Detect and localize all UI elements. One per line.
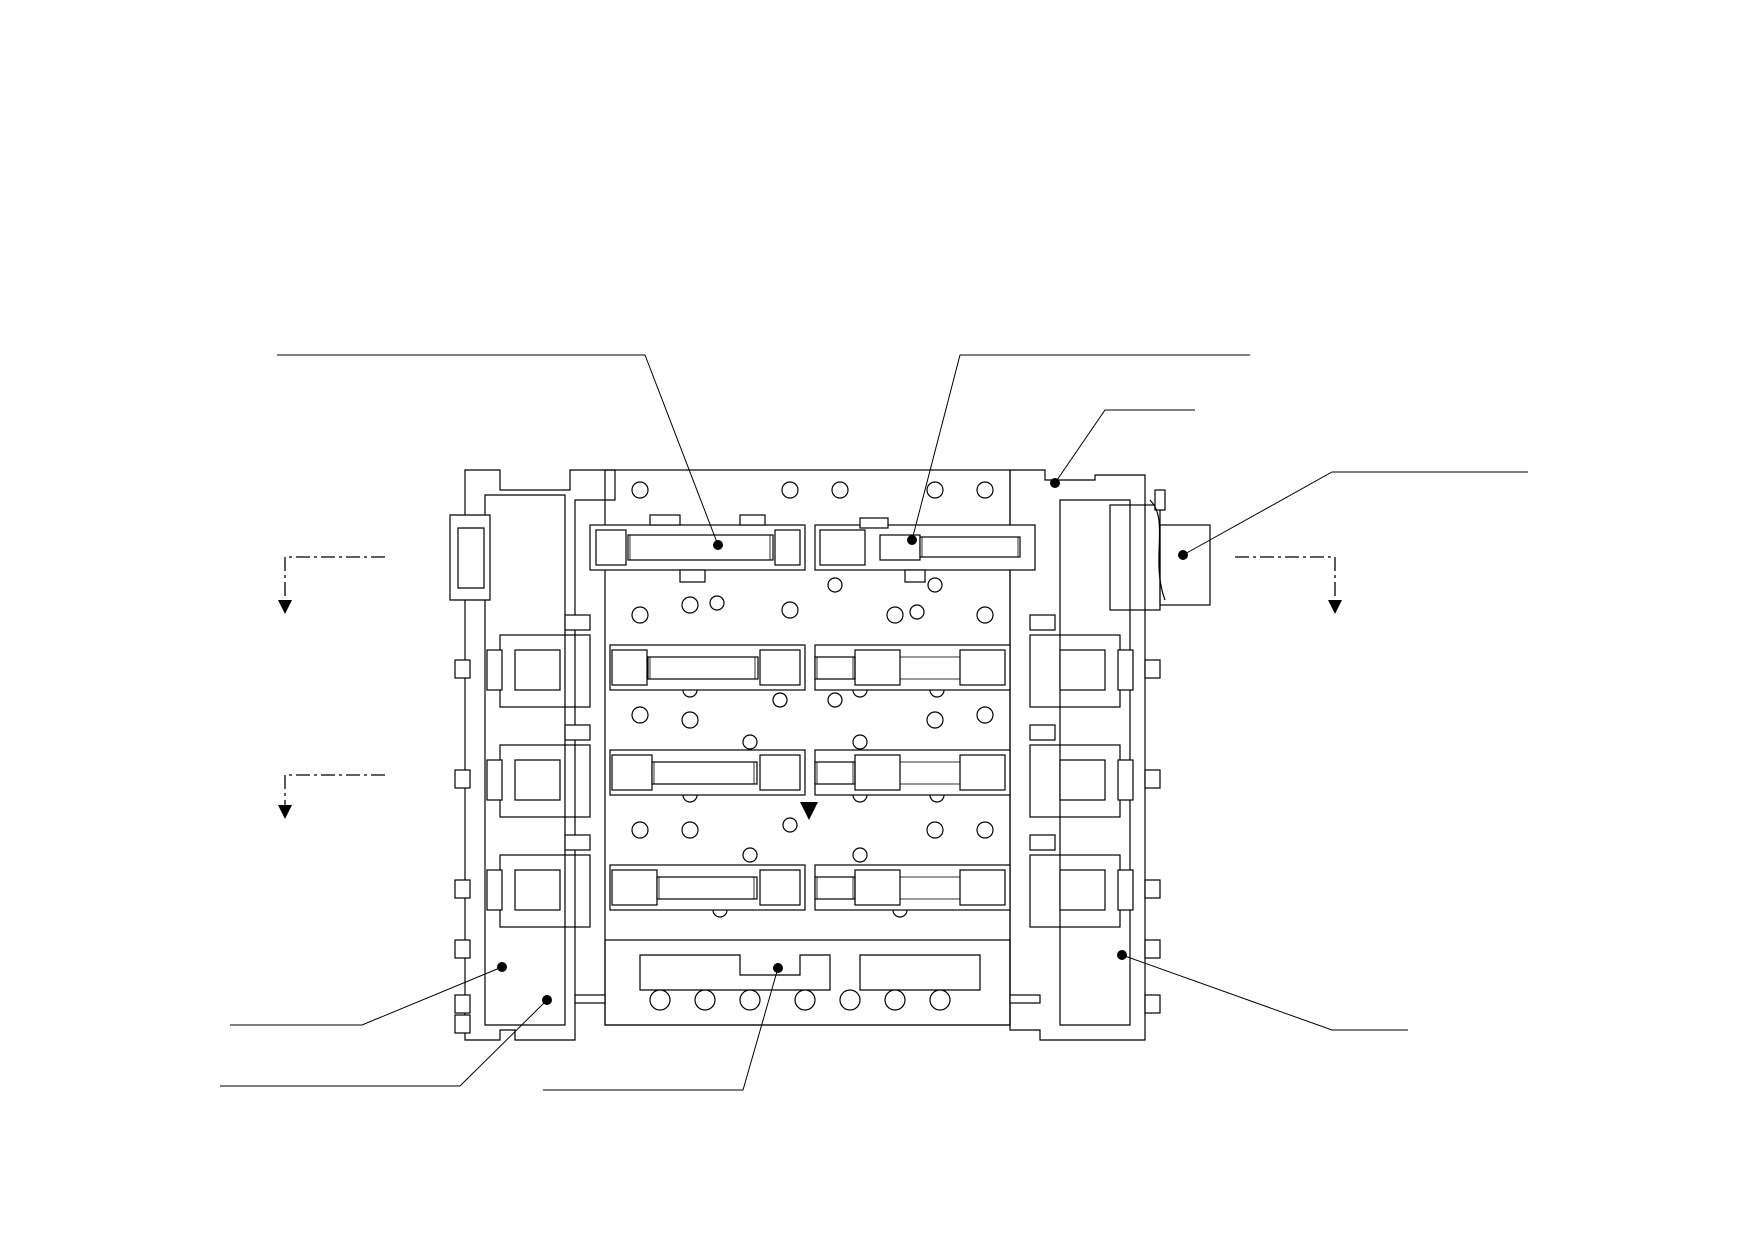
body-bores — [631, 481, 994, 839]
callout-lower-right-housing — [1117, 950, 1408, 1031]
callout-upper-right-spring — [907, 354, 1250, 545]
callout-dot-icon — [713, 540, 723, 550]
callout-upper-left-spring — [277, 354, 723, 550]
top-right-spool — [814, 517, 1036, 583]
bottom-channel-plate — [574, 939, 1041, 1026]
external-solenoid — [1109, 489, 1211, 611]
left-solenoids — [486, 614, 591, 928]
callout-lower-left-housing — [220, 995, 552, 1087]
callout-lower-left-plate — [230, 962, 507, 1026]
callout-dot-icon — [907, 535, 917, 545]
spool-row-1 — [609, 644, 1011, 691]
section-cut-upper-right — [1235, 556, 1342, 614]
section-arrow-icon — [278, 805, 292, 819]
center-triangle-icon — [800, 802, 818, 820]
top-left-spool — [589, 514, 806, 583]
spool-row-3 — [609, 864, 1011, 911]
callout-dot-icon — [773, 963, 783, 973]
callout-dot-icon — [542, 995, 552, 1005]
callout-dot-icon — [1178, 550, 1188, 560]
right-solenoids — [1029, 614, 1134, 928]
callout-dot-icon — [1117, 950, 1127, 960]
channel-holes — [649, 989, 951, 1011]
section-cut-lower-left — [278, 774, 385, 819]
callout-dot-icon — [1050, 478, 1060, 488]
callout-dot-icon — [497, 962, 507, 972]
section-arrow-icon — [278, 600, 292, 614]
callout-right-solenoid — [1178, 471, 1528, 560]
section-cut-upper-left — [278, 556, 385, 614]
spool-row-2 — [609, 749, 1011, 796]
section-arrow-icon — [1328, 600, 1342, 614]
callout-top-right-cover — [1050, 409, 1195, 488]
callout-lower-channel-plate — [543, 963, 783, 1091]
